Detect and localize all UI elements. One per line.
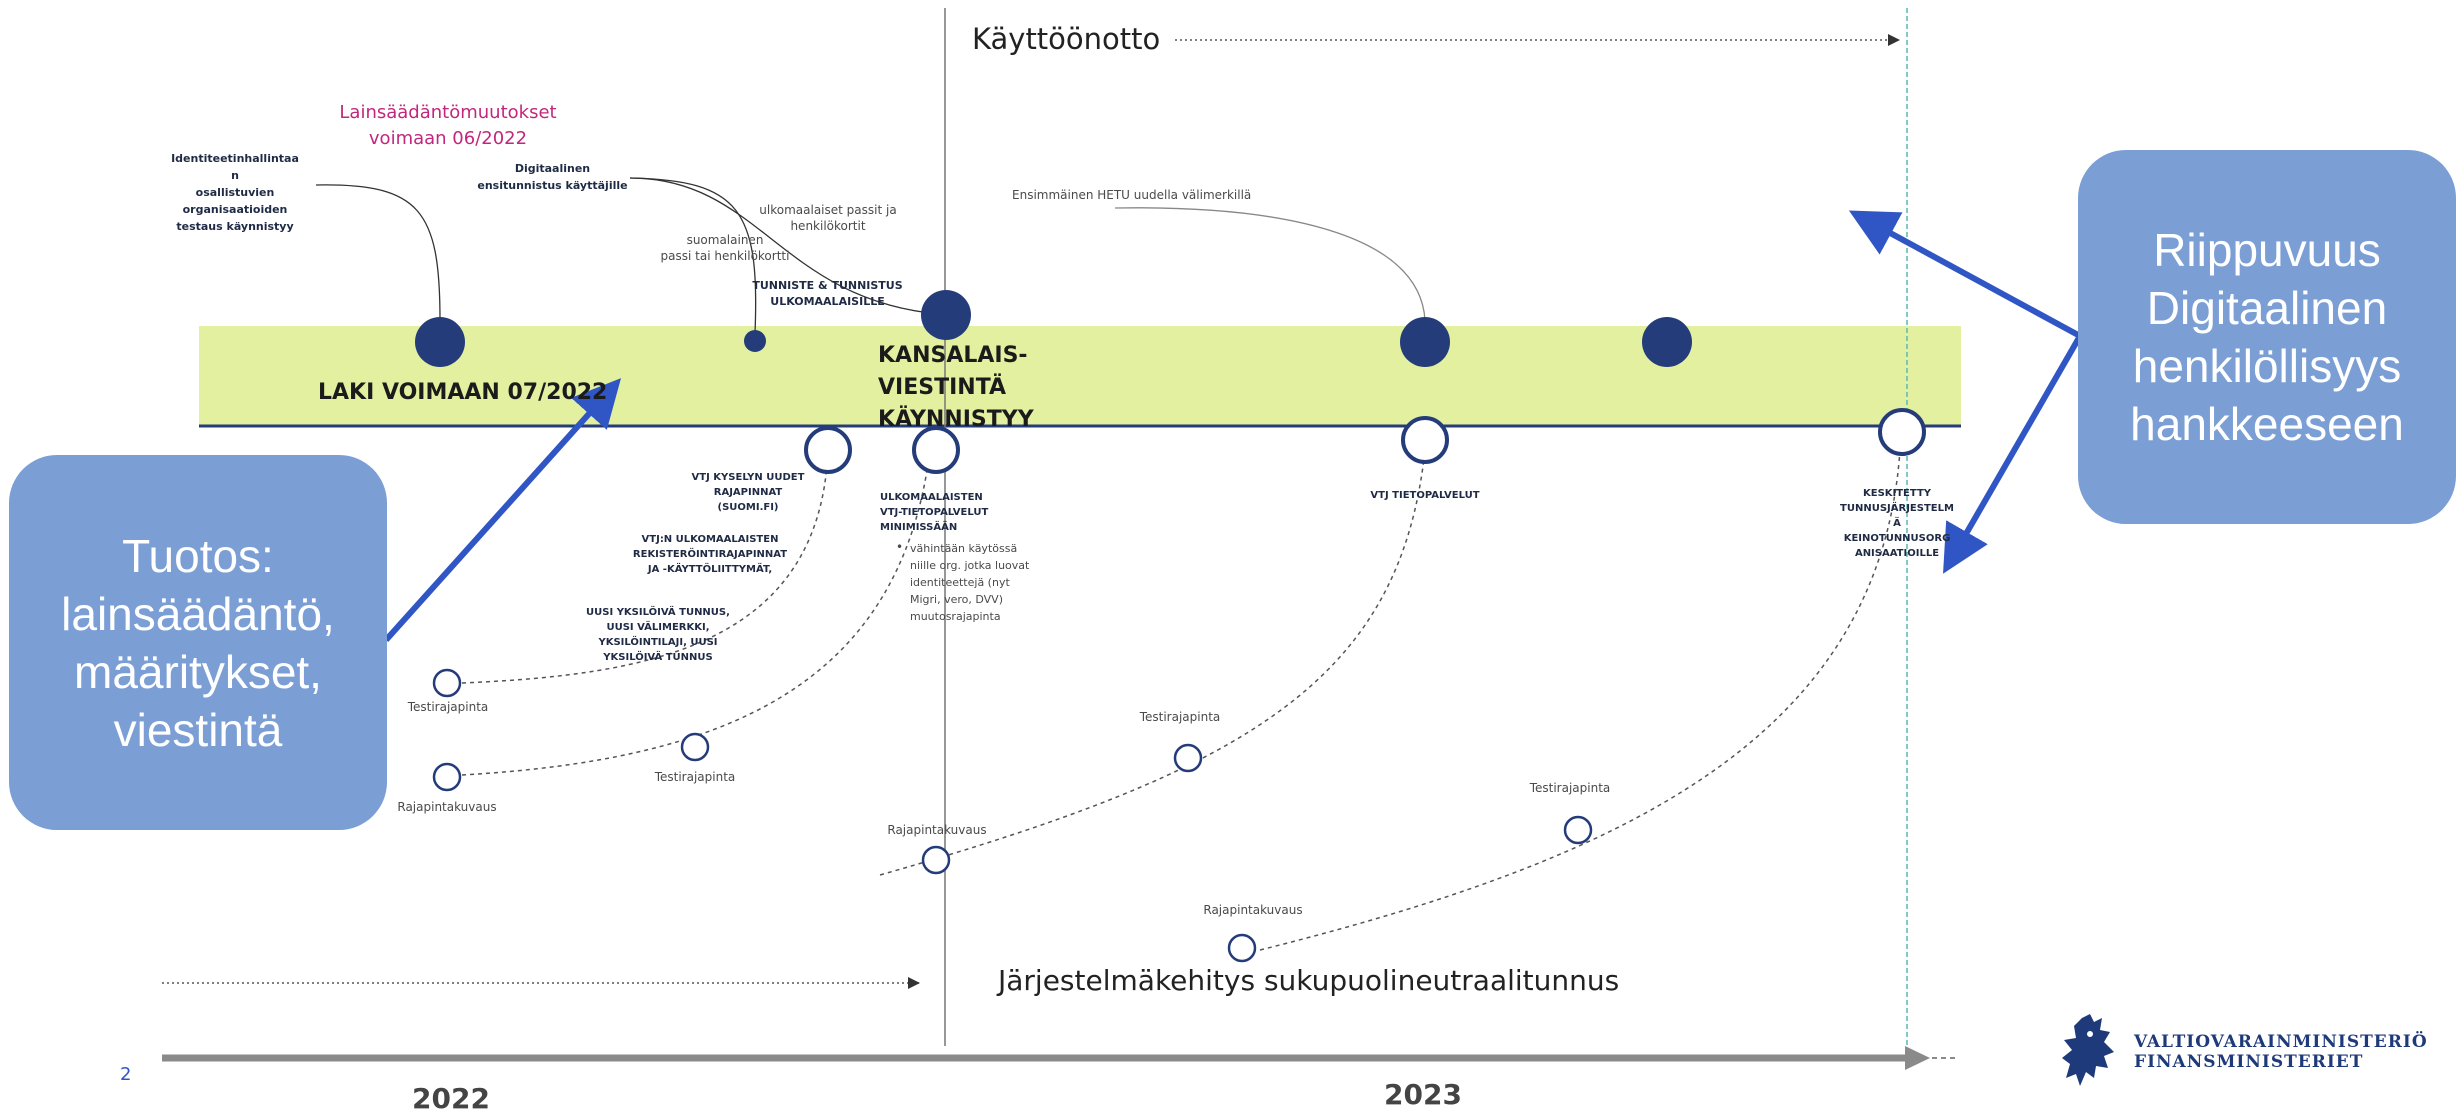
interface-node: [432, 668, 462, 698]
rollout-label: Käyttöönotto: [972, 22, 1161, 56]
interface-desc-label: Rajapintakuvaus: [397, 800, 497, 814]
interface-desc-label: Rajapintakuvaus: [887, 823, 987, 837]
foreign-vtj-bullet: vähintään käytössä niille org. jotka luo…: [910, 542, 1030, 623]
vtj-queries-label: VTJ KYSELYN UUDET RAJAPINNAT (SUOMI.FI): [691, 472, 805, 513]
logo-line2: FINANSMINISTERIET: [2134, 1052, 2364, 1072]
foreigner-ident-label: TUNNISTE & TUNNISTUS ULKOMAALAISILLE: [752, 279, 903, 308]
central-system-label: KESKITETTY TUNNUSJÄRJESTELM Ä KEINOTUNNU…: [1840, 488, 1954, 559]
test-interface-label: Testirajapinta: [407, 700, 489, 714]
curve-3: [879, 449, 1426, 876]
connector-digital-2: [629, 177, 941, 315]
dependency-arrow-down: [1943, 334, 2083, 574]
deliverable-node: [804, 426, 852, 474]
milestone-node: [921, 290, 971, 340]
milestone-node: [415, 317, 465, 367]
new-id-label: UUSI YKSILÖIVÄ TUNNUS, UUSI VÄLIMERKKI, …: [586, 607, 730, 663]
connector-hetu: [1114, 207, 1426, 321]
test-interface-label: Testirajapinta: [654, 770, 736, 784]
milestone-node: [744, 330, 766, 352]
interface-node: [432, 762, 462, 792]
ministry-logo: VALTIOVARAINMINISTERIÖ FINANSMINISTERIET: [2060, 1012, 2428, 1092]
year-axis-head: [1905, 1046, 1930, 1070]
interface-node: [1563, 815, 1593, 845]
connector-digital-1: [629, 177, 757, 334]
dependency-arrow-up: [1848, 210, 2082, 339]
page-number: 2: [120, 1064, 132, 1085]
output-callout: Tuotos: lainsäädäntö, määritykset, viest…: [9, 455, 387, 830]
lion-crest-icon: [2062, 1014, 2114, 1086]
test-interface-label: Testirajapinta: [1139, 710, 1221, 724]
year-label: 2022: [412, 1082, 490, 1115]
curve-4: [1259, 449, 1901, 951]
output-arrow: [383, 378, 622, 643]
interface-desc-label: Rajapintakuvaus: [1203, 903, 1303, 917]
vtj-foreign-label: VTJ:N ULKOMAALAISTEN REKISTERÖINTIRAJAPI…: [632, 534, 788, 575]
vtj-services-label: VTJ TIETOPALVELUT: [1370, 490, 1480, 501]
foreign-vtj-bullet-dot: •: [896, 540, 904, 554]
identity-mgmt-label: Identiteetinhallintaa n osallistuvien or…: [171, 152, 299, 233]
interface-node: [921, 845, 951, 875]
foreign-passports-label: ulkomaalaiset passit ja henkilökortit: [759, 203, 897, 233]
digital-first-id-label: Digitaalinen ensitunnistus käyttäjille: [477, 162, 628, 192]
connector-identity: [315, 184, 441, 321]
interface-node: [1173, 743, 1203, 773]
interface-node: [1227, 933, 1257, 963]
civic-comm-label: KANSALAIS- VIESTINTÄ KÄYNNISTYY: [878, 343, 1034, 432]
curve-2: [461, 449, 931, 776]
year-label: 2023: [1384, 1078, 1462, 1111]
deliverable-node: [1401, 416, 1449, 464]
milestone-node: [1642, 317, 1692, 367]
dependency-callout: Riippuvuus Digitaalinen henkilöllisyys h…: [2078, 150, 2456, 524]
logo-line1: VALTIOVARAINMINISTERIÖ: [2134, 1032, 2428, 1052]
test-interface-label: Testirajapinta: [1529, 781, 1611, 795]
finnish-passport-label: suomalainen passi tai henkilökortti: [660, 233, 790, 263]
deliverable-node: [1878, 408, 1926, 456]
legislation-changes: Lainsäädäntömuutokset voimaan 06/2022: [339, 102, 557, 149]
interface-node: [680, 732, 710, 762]
deliverable-node: [912, 426, 960, 474]
curve-1: [461, 449, 829, 684]
foreign-vtj-label: ULKOMAALAISTEN VTJ-TIETOPALVELUT MINIMIS…: [880, 492, 989, 533]
law-in-force-label: LAKI VOIMAAN 07/2022: [318, 380, 608, 405]
milestone-node: [1400, 317, 1450, 367]
system-dev-label: Järjestelmäkehitys sukupuolineutraalitun…: [998, 964, 1620, 997]
first-hetu-label: Ensimmäinen HETU uudella välimerkillä: [1012, 188, 1252, 202]
